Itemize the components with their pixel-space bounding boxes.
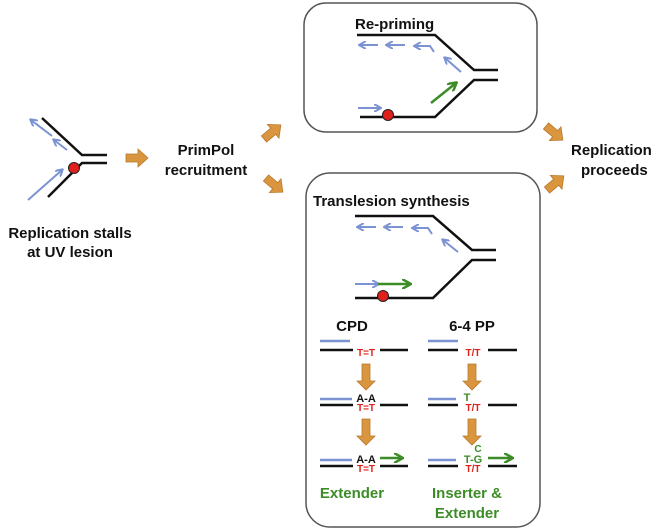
process-arrow-icon [125,148,149,168]
pp-lesion-label: T/T [466,403,481,414]
cpd-inserted-label: A-A [356,454,376,466]
pp-lesion-label: T/T [466,348,481,359]
uv-lesion-icon [68,162,80,174]
pp-title: 6-4 PP [449,318,495,335]
stall-label: at UV lesion [27,244,113,261]
pp-role-label: Extender [435,505,499,522]
process-arrow-icon [540,168,571,198]
cpd-inserted-label: A-A [356,393,376,405]
okazaki-primer [31,120,53,137]
cpd-role-label: Extender [320,485,384,502]
process-arrow-icon [257,117,288,147]
tls-title: Translesion synthesis [313,193,470,210]
template-strand-top [41,117,107,157]
okazaki-primer [54,140,68,151]
process-arrow-icon [539,118,570,148]
stalled-fork [27,117,107,201]
template-strand-bottom [47,161,107,198]
pp-inserted-c-label: C [474,444,481,455]
process-arrow-icon [259,170,290,200]
repriming-title: Re-priming [355,16,434,33]
repriming-panel: Re-priming [303,2,538,133]
tls-panel: Translesion synthesis CPD 6-4 PP [305,172,541,528]
uv-lesion-icon [382,109,394,121]
primpol-label: recruitment [165,162,248,179]
proceeds-label: Replication [571,142,652,159]
pp-inserted-tg-label: T-G [464,454,482,466]
pp-role-label: Inserter & [432,485,502,502]
proceeds-label: proceeds [581,162,648,179]
primpol-label: PrimPol [178,142,235,159]
cpd-title: CPD [336,318,368,335]
leading-strand-primer [27,170,62,201]
stall-label: Replication stalls [8,225,131,242]
cpd-lesion-label: T=T [357,403,375,414]
pp-lesion-label: T/T [466,464,481,475]
pp-inserted-t-label: T [464,392,471,404]
cpd-lesion-label: T=T [357,464,375,475]
cpd-lesion-label: T=T [357,348,375,359]
uv-lesion-icon [377,290,389,302]
